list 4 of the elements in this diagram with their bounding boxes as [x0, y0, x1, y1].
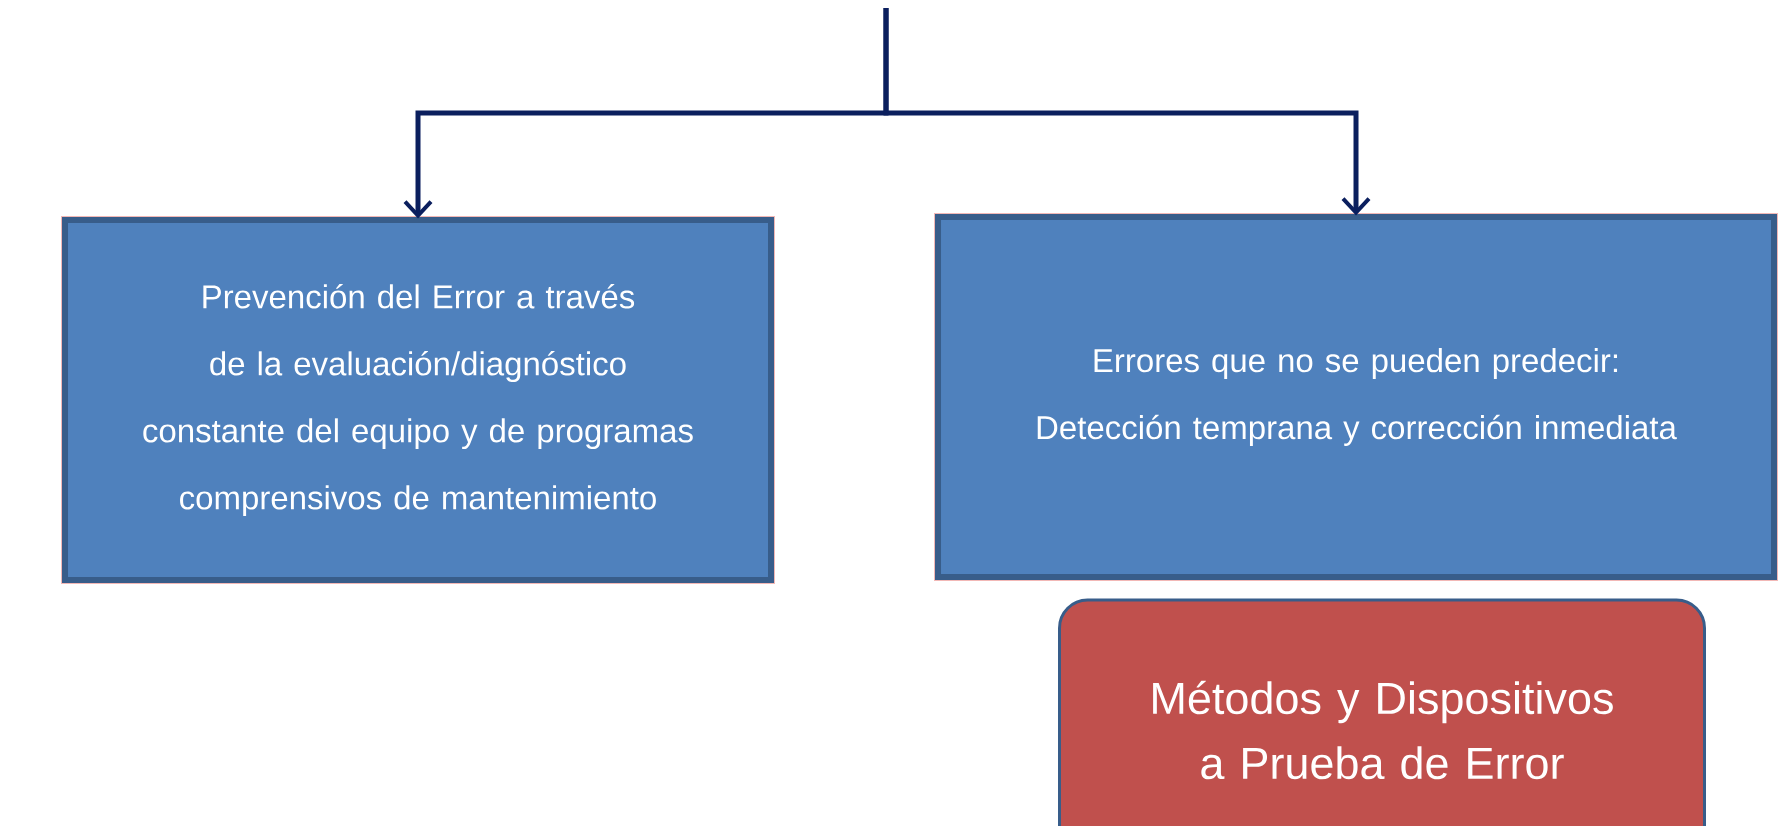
process-box: Prevención del Error a través de la evaluación/diagnóstico constante del equipo y de programas comprensivos de mantenimiento: [61, 216, 775, 584]
highlight-box: Métodos y Dispositivos a Prueba de Error: [1058, 598, 1706, 826]
process-box: Errores que no se pueden predecir: Detección temprana y corrección inmediata: [934, 213, 1778, 581]
arrow: [883, 8, 1371, 216]
